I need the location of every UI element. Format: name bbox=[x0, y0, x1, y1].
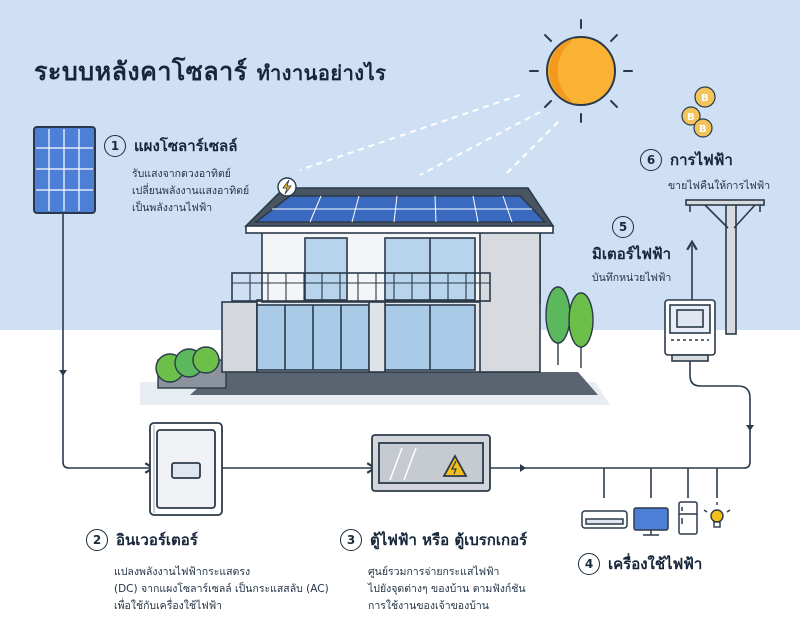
step-desc-line: ศูนย์รวมการจ่ายกระแสไฟฟ้า bbox=[368, 566, 500, 578]
monitor-icon bbox=[633, 507, 669, 536]
step-breaker-box: 3 ตู้ไฟฟ้า หรือ ตู้เบรกเกอร์ ศูนย์รวมการจ… bbox=[340, 528, 527, 615]
meter-icon bbox=[664, 299, 716, 362]
step-number: 4 bbox=[578, 553, 600, 575]
step-title: อินเวอร์เตอร์ bbox=[116, 531, 198, 549]
page-title: ระบบหลังคาโซลาร์ ทำงานอย่างไร bbox=[34, 52, 386, 92]
step-title: มิเตอร์ไฟฟ้า bbox=[592, 245, 672, 263]
step-utility: 6 การไฟฟ้า ขายไฟคืนให้การไฟฟ้า bbox=[640, 148, 770, 195]
step-number: 3 bbox=[340, 529, 362, 551]
step-desc-line: (DC) จากแผงโซลาร์เซลล์ เป็นกระแสสลับ (AC… bbox=[114, 583, 329, 595]
sun-icon bbox=[529, 19, 633, 123]
step-number: 1 bbox=[104, 135, 126, 157]
step-appliances: 4 เครื่องใช้ไฟฟ้า bbox=[578, 552, 702, 576]
step-title: เครื่องใช้ไฟฟ้า bbox=[608, 555, 703, 573]
step-number: 6 bbox=[640, 149, 662, 171]
bolt-icon bbox=[277, 177, 297, 197]
solar-panel-icon bbox=[33, 126, 96, 214]
step-title: การไฟฟ้า bbox=[670, 151, 733, 169]
coins-icon: B B B bbox=[681, 86, 716, 138]
step-desc-line: ไปยังจุดต่างๆ ของบ้าน ตามฟังก์ชัน bbox=[368, 583, 526, 595]
air-conditioner-icon bbox=[581, 510, 628, 529]
svg-text:B: B bbox=[699, 124, 707, 135]
step-desc-line: เปลี่ยนพลังงานแสงอาทิตย์ bbox=[132, 185, 250, 197]
title-sub: ทำงานอย่างไร bbox=[256, 61, 387, 85]
step-number: 5 bbox=[612, 216, 634, 238]
power-pole-icon bbox=[685, 199, 765, 335]
wiring bbox=[62, 213, 751, 498]
bushes bbox=[155, 346, 227, 389]
house-icon bbox=[221, 187, 555, 373]
step-title: แผงโซลาร์เซลล์ bbox=[134, 137, 238, 155]
breaker-box-icon bbox=[371, 434, 491, 492]
sunlight-rays bbox=[299, 94, 559, 176]
inverter-icon bbox=[149, 422, 223, 516]
step-solar-panel: 1 แผงโซลาร์เซลล์ รับแสงจากดวงอาทิตย์ เปลี… bbox=[104, 134, 249, 217]
svg-text:B: B bbox=[687, 112, 695, 123]
step-meter: 5 มิเตอร์ไฟฟ้า บันทึกหน่วยไฟฟ้า bbox=[592, 216, 671, 287]
step-desc-line: แปลงพลังงานไฟฟ้ากระแสตรง bbox=[114, 566, 251, 578]
step-desc-line: ขายไฟคืนให้การไฟฟ้า bbox=[668, 180, 771, 192]
step-desc-line: บันทึกหน่วยไฟฟ้า bbox=[592, 272, 672, 284]
yard bbox=[140, 372, 610, 405]
light-bulb-icon bbox=[703, 502, 731, 528]
wire-arrows bbox=[59, 370, 754, 472]
step-number: 2 bbox=[86, 529, 108, 551]
step-desc-line: เป็นพลังงานไฟฟ้า bbox=[132, 202, 213, 214]
title-main: ระบบหลังคาโซลาร์ bbox=[34, 57, 248, 86]
trees bbox=[545, 286, 594, 368]
svg-text:B: B bbox=[701, 93, 709, 104]
step-desc-line: เพื่อใช้กับเครื่องใช้ไฟฟ้า bbox=[114, 600, 223, 612]
step-desc-line: รับแสงจากดวงอาทิตย์ bbox=[132, 168, 231, 180]
refrigerator-icon bbox=[678, 501, 698, 535]
step-title: ตู้ไฟฟ้า หรือ ตู้เบรกเกอร์ bbox=[370, 531, 528, 549]
step-desc-line: การใช้งานของเจ้าของบ้าน bbox=[368, 600, 489, 612]
